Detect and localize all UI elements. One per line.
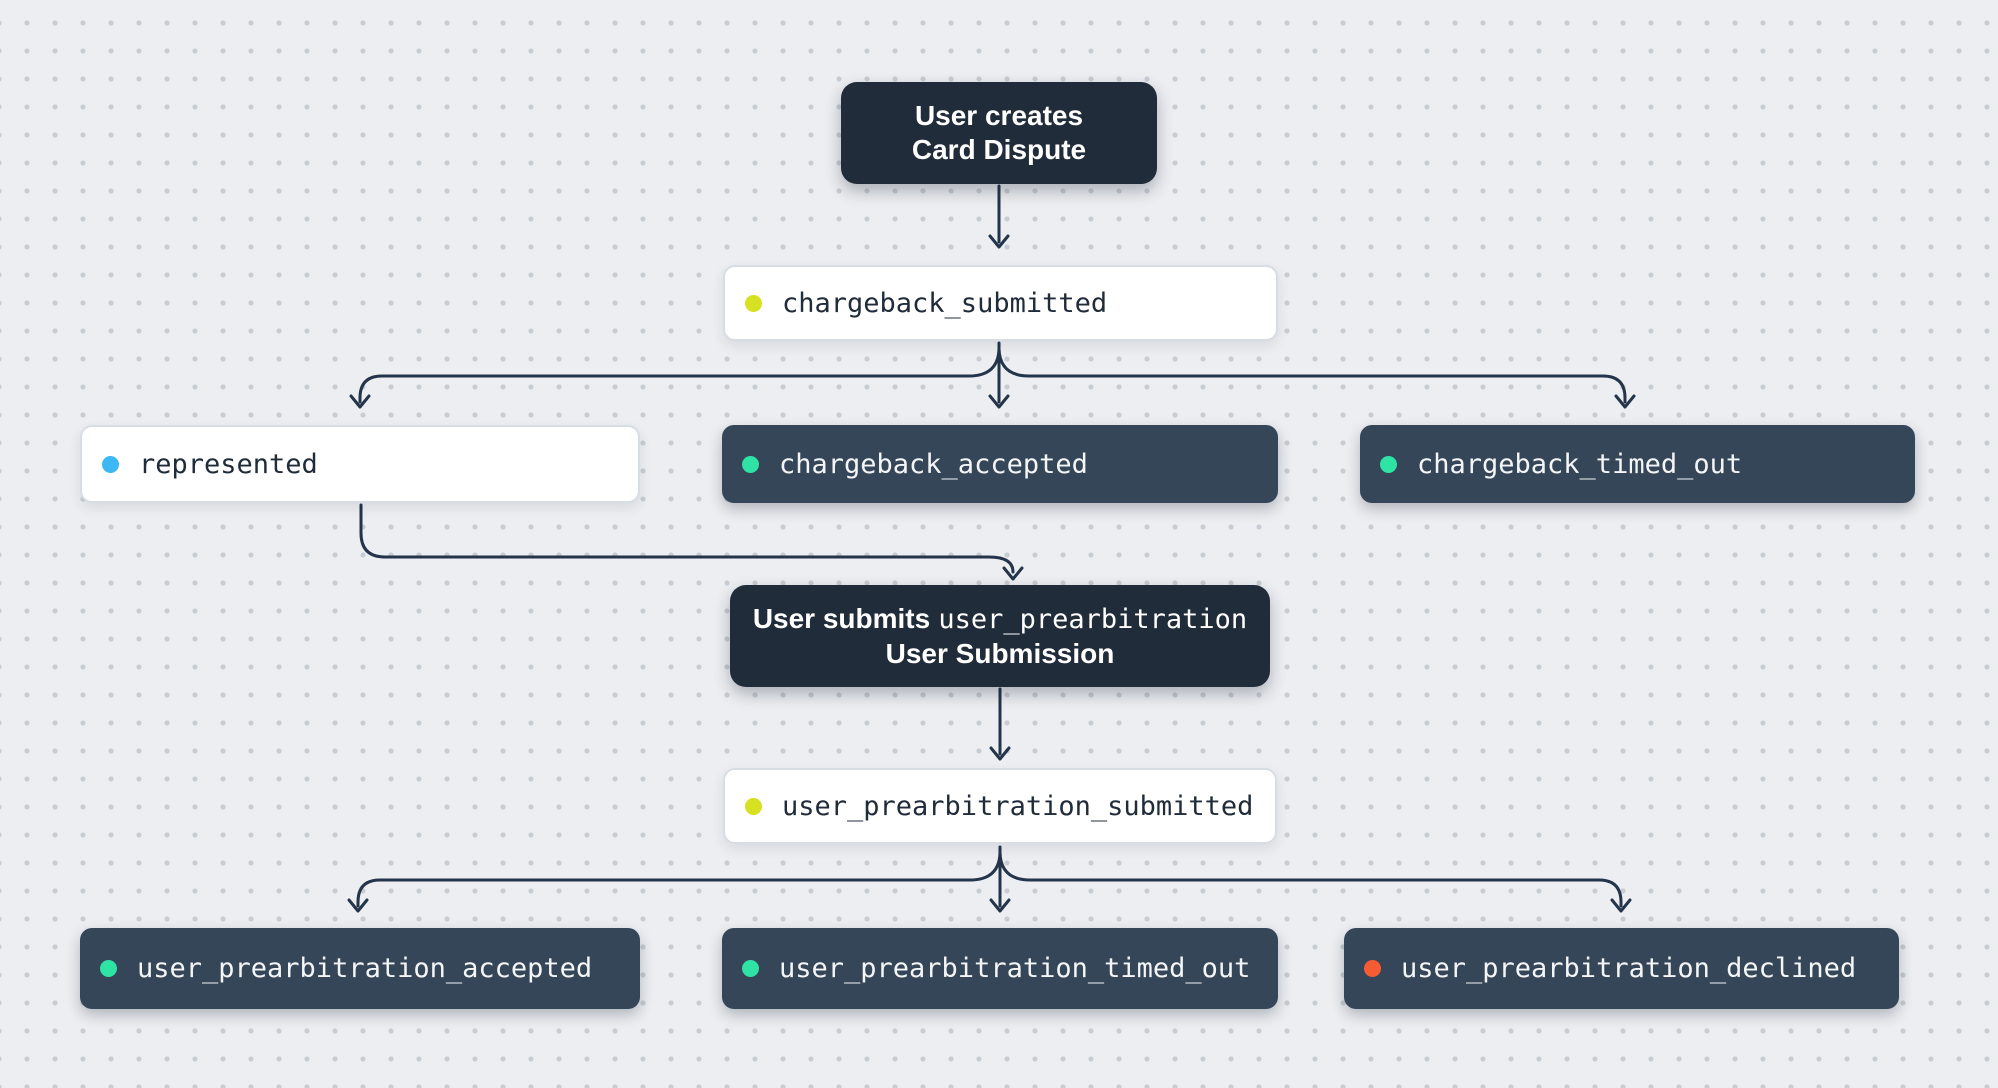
status-dot-icon [742,960,759,977]
arrowhead-icon [1610,898,1632,913]
state-node-user-prearbitration-timed-out: user_prearbitration_timed_out [722,928,1278,1009]
status-dot-icon [100,960,117,977]
arrowhead-icon [349,394,371,409]
state-node-represented: represented [80,425,640,503]
state-node-user-prearbitration-declined: user_prearbitration_declined [1344,928,1899,1009]
edge-submitted-to-timed-out [997,347,1627,404]
arrowhead-icon [1614,394,1636,409]
arrowhead-icon [989,746,1011,761]
action-label-prefix: User submits [752,602,931,634]
state-label: chargeback_accepted [779,448,1088,480]
action-node-create-dispute: User creates Card Dispute [841,82,1157,184]
status-dot-icon [102,455,119,473]
arrowhead-icon [1002,566,1024,581]
state-label: user_prearbitration_accepted [137,953,593,984]
arrowhead-icon [988,234,1010,249]
status-dot-icon [1364,960,1381,977]
edge-prearb-to-accepted [356,851,1002,908]
edge-prearb-to-declined [998,851,1623,908]
action-label-line2: User Submission [885,637,1115,669]
state-node-chargeback-accepted: chargeback_accepted [722,425,1278,503]
action-label-line1: User creates [914,100,1084,131]
status-dot-icon [745,797,762,815]
arrowhead-icon [988,394,1010,409]
state-node-user-prearbitration-accepted: user_prearbitration_accepted [80,928,640,1009]
state-node-user-prearbitration-submitted: user_prearbitration_submitted [723,768,1277,844]
status-dot-icon [745,294,762,312]
state-label: represented [139,448,318,480]
action-label-line2: Card Dispute [911,134,1087,165]
edge-represented-to-action [359,503,1015,574]
state-label: user_prearbitration_declined [1401,953,1857,984]
arrowhead-icon [347,898,369,913]
action-label-code: user_prearbitration [938,603,1248,635]
arrowhead-icon [989,898,1011,913]
state-node-chargeback-submitted: chargeback_submitted [723,265,1278,341]
state-node-chargeback-timed-out: chargeback_timed_out [1360,425,1915,503]
edge-submitted-to-represented [358,347,1001,404]
state-label: user_prearbitration_submitted [782,790,1254,822]
state-label: chargeback_timed_out [1417,448,1743,480]
status-dot-icon [1380,455,1397,473]
status-dot-icon [742,455,759,473]
state-label: chargeback_submitted [782,287,1108,319]
state-label: user_prearbitration_timed_out [779,953,1251,984]
